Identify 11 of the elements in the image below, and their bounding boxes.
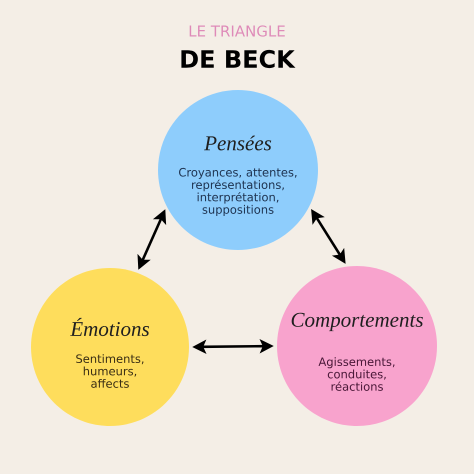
title: DE BECK <box>181 50 296 68</box>
circle-heading: Pensées <box>204 136 272 150</box>
concept-circle <box>158 90 318 250</box>
circle-heading: Émotions <box>70 318 150 336</box>
circle-heading: Comportements <box>292 312 423 332</box>
concept-circle <box>277 266 437 426</box>
circle-description: Sentiments, humeurs, affects <box>76 354 144 388</box>
concept-circle <box>31 268 189 426</box>
circle-description: Croyances, attentes, représentations, interprétation, suppositions <box>179 168 296 216</box>
circle-description: Agissements, conduites, réactions <box>318 357 394 391</box>
kicker-text: LE TRIANGLE <box>190 25 285 37</box>
